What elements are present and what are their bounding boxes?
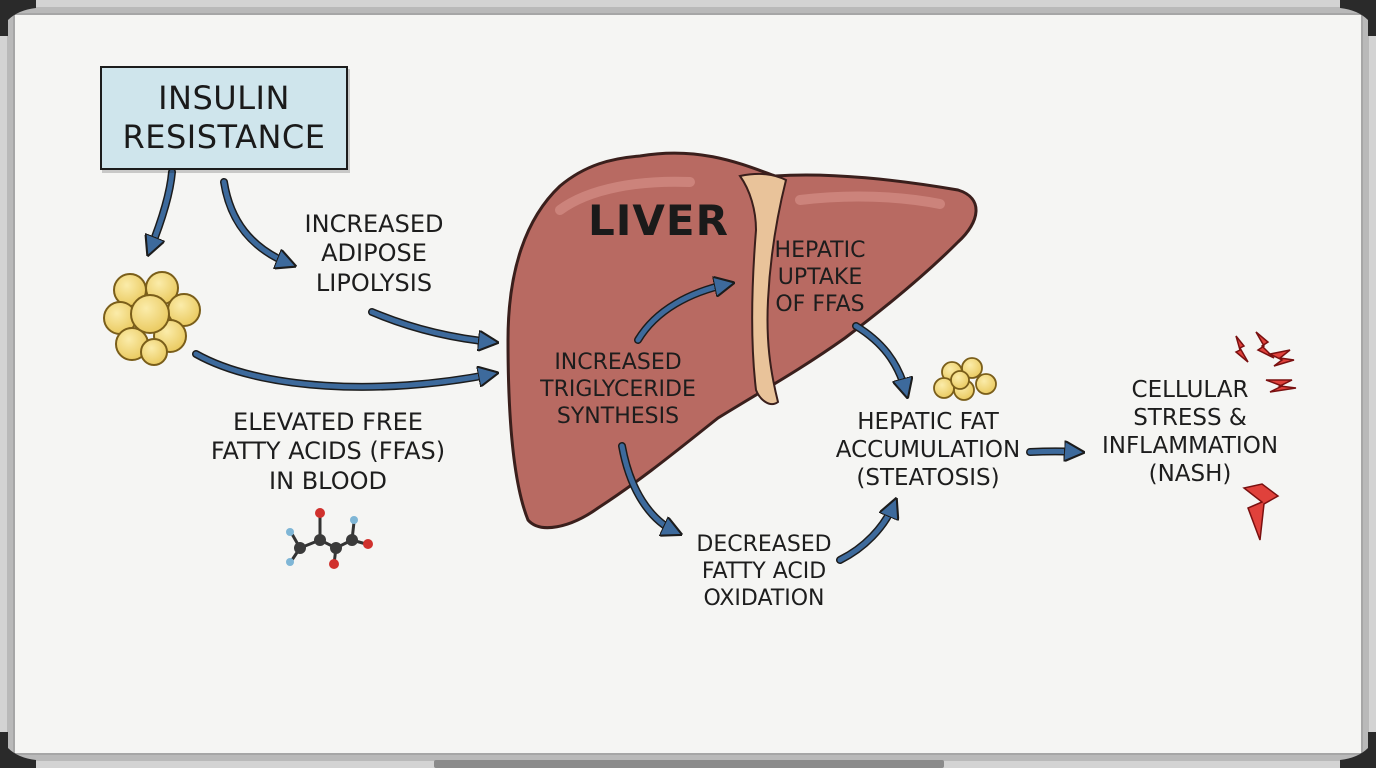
ffa-line-1: ELEVATED FREE [233, 408, 423, 436]
nash-line-2: STRESS & [1133, 405, 1247, 432]
arrow-synthesis-to-uptake [634, 284, 728, 344]
nash-line-3: INFLAMMATION [1101, 433, 1279, 460]
arrow-ffa-to-liver [192, 350, 492, 391]
steatosis-line-1: HEPATIC FAT [857, 409, 999, 435]
steatosis-label: HEPATIC FAT ACCUMULATION (STEATOSIS) [826, 408, 1030, 492]
arrow-insulin-to-fat [150, 168, 176, 250]
arrow-steatosis-to-nash [1026, 451, 1078, 452]
oxidation-line-3: OXIDATION [703, 585, 825, 611]
title-line-1: INSULIN [158, 78, 290, 117]
arrow-uptake-to-steatosis [852, 322, 906, 392]
ffa-line-2: FATTY ACIDS (FFAs) [210, 437, 446, 466]
lipolysis-label: INCREASED ADIPOSE LIPOLYSIS [284, 210, 464, 298]
arrow-synthesis-to-oxidation [618, 442, 676, 532]
liver-label: LIVER [588, 196, 729, 245]
steatosis-line-3: (STEATOSIS) [856, 465, 1000, 492]
liver-illustration [506, 151, 978, 530]
lightning-bolt-icon [1234, 331, 1297, 541]
nash-line-4: (NASH) [1148, 461, 1232, 488]
oxidation-line-1: DECREASED [696, 532, 832, 557]
tg-synthesis-label: INCREASED TRIGLYCERIDE SYNTHESIS [520, 350, 716, 430]
hepatic-uptake-label: HEPATIC UPTAKE OF FFAs [762, 238, 878, 318]
fat-droplets-icon [933, 357, 997, 401]
fatty-acid-molecule-icon [286, 508, 373, 569]
arrow-insulin-to-lipolysis [220, 178, 290, 264]
nash-label: CELLULAR STRESS & INFLAMMATION (NASH) [1090, 376, 1290, 488]
oxidation-label: DECREASED FATTY ACID OXIDATION [680, 532, 848, 612]
lipolysis-line-2: ADIPOSE [321, 239, 427, 268]
ffa-blood-label: ELEVATED FREE FATTY ACIDS (FFAs) IN BLOO… [186, 408, 470, 496]
oxidation-line-2: FATTY ACID [701, 558, 827, 584]
uptake-line-1: HEPATIC [774, 238, 866, 263]
steatosis-line-2: ACCUMULATION [835, 437, 1021, 464]
tg-line-1: INCREASED [554, 350, 682, 375]
tg-line-2: TRIGLYCERIDE [540, 376, 696, 402]
nash-line-1: CELLULAR [1131, 377, 1249, 403]
fat-cell-cluster-icon [103, 271, 201, 366]
lipolysis-line-1: INCREASED [304, 210, 444, 238]
arrow-group [150, 168, 1078, 564]
insulin-resistance-box: INSULIN RESISTANCE [100, 66, 348, 170]
lipolysis-line-3: LIPOLYSIS [315, 268, 433, 297]
uptake-line-3: OF FFAs [775, 291, 865, 317]
ffa-line-3: IN BLOOD [269, 466, 387, 495]
arrow-oxidation-to-steatosis [836, 504, 894, 564]
arrow-lipolysis-to-liver [368, 308, 492, 342]
title-line-2: RESISTANCE [122, 118, 326, 156]
tg-line-3: SYNTHESIS [556, 403, 680, 429]
uptake-line-2: UPTAKE [777, 264, 863, 290]
